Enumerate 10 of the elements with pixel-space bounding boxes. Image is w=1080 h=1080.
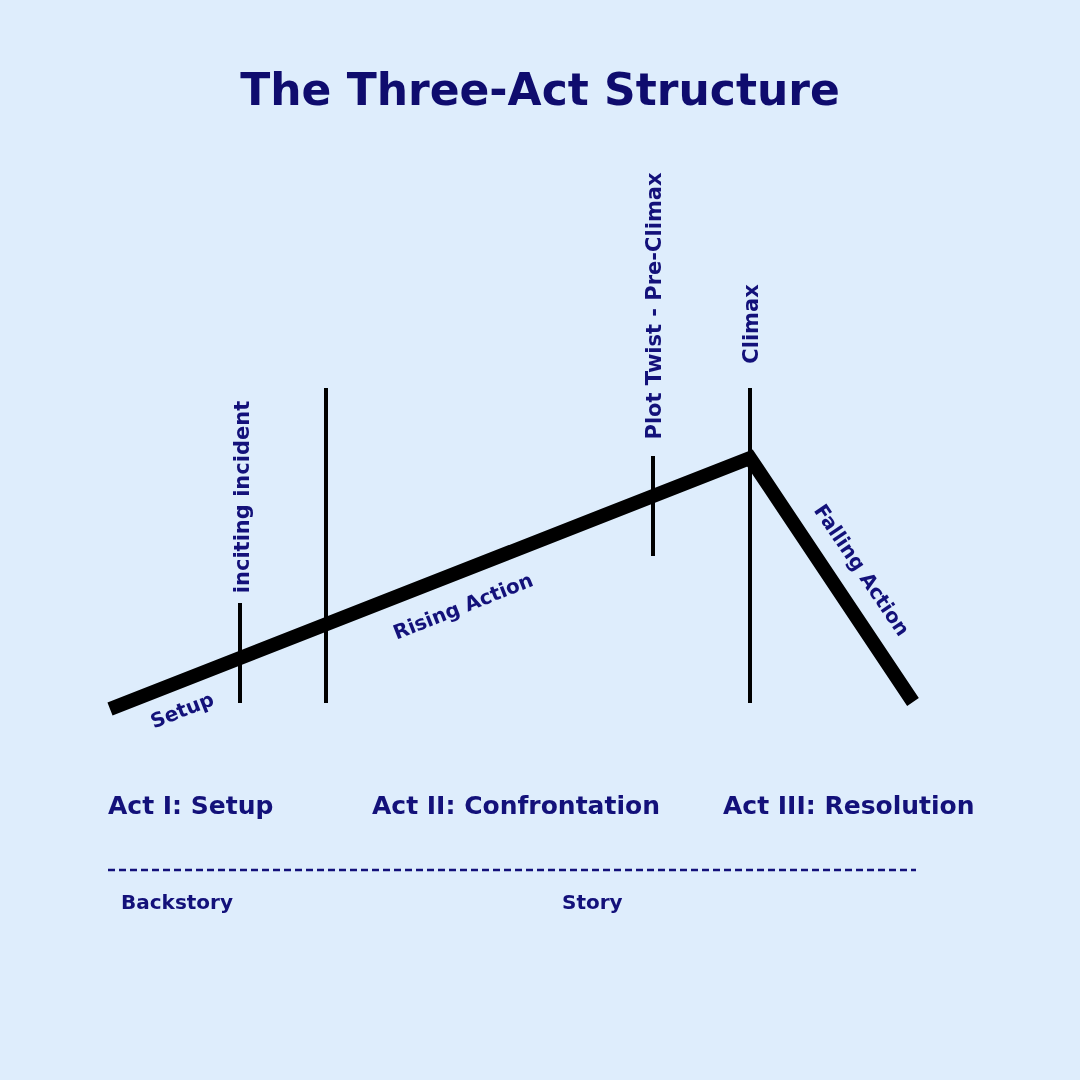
section-label: Backstory: [121, 891, 233, 913]
act-heading: Act III: Resolution: [723, 792, 975, 820]
act-heading: Act II: Confrontation: [372, 792, 660, 820]
phase-label: Setup: [147, 687, 217, 733]
plot-point-label: Climax: [740, 284, 764, 364]
plot-point-label: Plot Twist - Pre-Climax: [643, 172, 667, 440]
diagram-title: The Three-Act Structure: [240, 64, 840, 115]
section-label: Story: [562, 891, 623, 913]
plot-point-label: inciting incident: [231, 400, 255, 594]
act-heading: Act I: Setup: [108, 792, 274, 820]
